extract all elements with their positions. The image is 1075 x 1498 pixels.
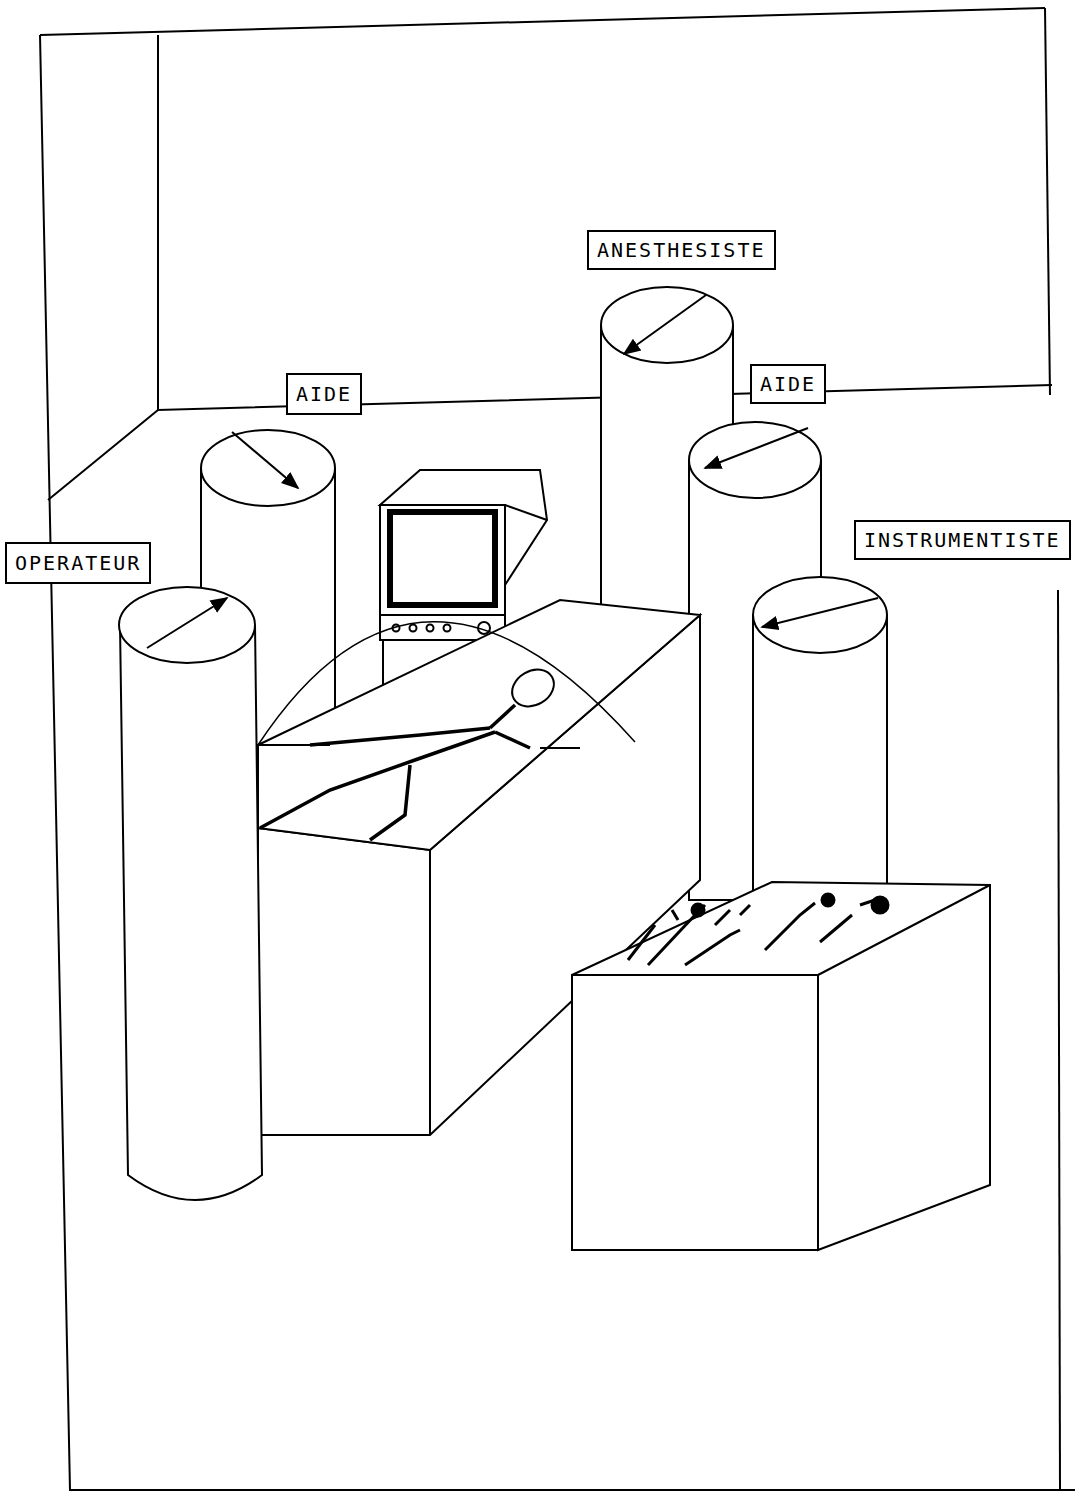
room-frame	[40, 8, 1045, 35]
role-label: AIDE	[296, 382, 352, 406]
room-frame	[40, 35, 1075, 1490]
role-label: INSTRUMENTISTE	[864, 528, 1061, 552]
instrument-table	[572, 882, 990, 1250]
role-label-box: OPERATEUR	[5, 542, 151, 584]
room-frame	[1045, 8, 1050, 395]
room-frame	[1058, 590, 1060, 1490]
back-wall	[48, 410, 158, 500]
role-label-box: AIDE	[286, 373, 362, 415]
role-label: AIDE	[760, 372, 816, 396]
role-label-box: AIDE	[750, 364, 826, 404]
role-label-box: ANESTHESISTE	[587, 230, 776, 270]
instruments	[628, 894, 888, 965]
cylinder	[753, 577, 887, 900]
role-label-box: INSTRUMENTISTE	[854, 520, 1071, 560]
cylinder	[119, 587, 262, 1200]
role-label: ANESTHESISTE	[597, 238, 766, 262]
role-label: OPERATEUR	[15, 551, 141, 575]
